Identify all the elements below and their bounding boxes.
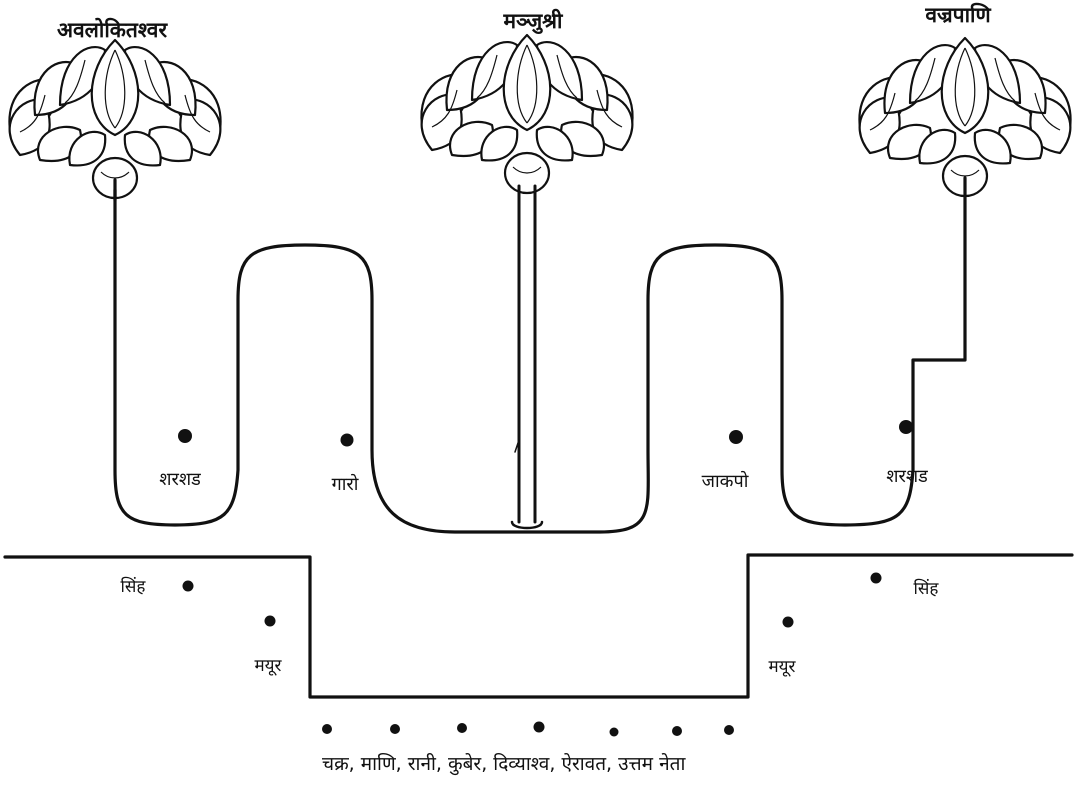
dot-left-outer [178,429,192,443]
label-right-outer: शरशड [886,466,928,487]
dot-bottom-1 [322,724,332,734]
lotus-flower-center [421,35,632,193]
label-bottom-treasures: चक्र, माणि, रानी, कुबेर, दिव्याश्व, ऐराव… [322,752,686,776]
dot-left-bottom [265,616,276,627]
dot-right-top [871,573,882,584]
lotus-flower-left [9,40,220,198]
dot-bottom-4 [534,722,545,733]
dot-right-outer [899,420,913,434]
label-left-outer: शरशड [159,469,201,490]
label-right-inner: जाकपो [702,470,749,492]
dot-bottom-7 [724,725,734,735]
lotus-flower-right [859,38,1070,196]
dot-left-inner [341,434,354,447]
label-right-simha: सिंह [914,578,940,599]
dot-right-bottom [783,617,794,628]
dot-bottom-2 [390,724,400,734]
label-avalokiteshvara: अवलोकितश्वर [57,17,169,42]
dot-bottom-6 [672,726,682,736]
label-left-simha: सिंह [121,576,147,597]
label-manjushri: मञ्जुश्री [503,8,565,35]
base-platform [5,555,1072,697]
center-stem [512,186,542,528]
label-vajrapani: वज्रपाणि [924,2,991,27]
dot-left-top [183,581,194,592]
dot-bottom-5 [610,728,619,737]
dot-right-inner [729,430,743,444]
serpentine-stem [115,178,965,532]
label-left-mayur: मयूर [255,656,283,676]
dot-bottom-3 [457,723,467,733]
label-right-mayur: मयूर [769,657,797,677]
label-left-inner: गारो [332,473,359,495]
